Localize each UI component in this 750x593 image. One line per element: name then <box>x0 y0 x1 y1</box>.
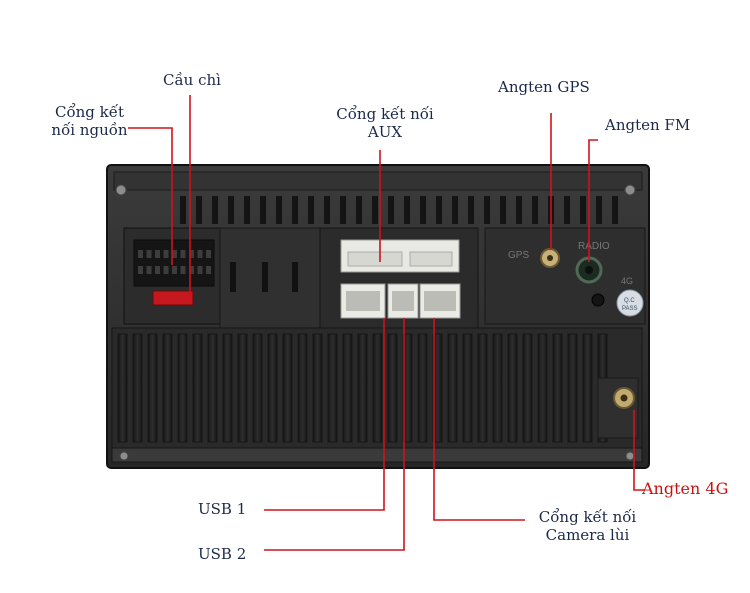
camera-port-label: Cổng kết nối Camera lùi <box>530 508 645 544</box>
heatsink-fins <box>117 333 608 443</box>
screws <box>115 184 636 461</box>
power-port-label-line1: Cổng kết <box>54 103 125 121</box>
camera-port-label-line1: Cổng kết nối <box>538 508 637 526</box>
gps-panel-mark: GPS <box>508 250 529 261</box>
top-vents <box>180 196 618 224</box>
lte-antenna-label: Angten 4G <box>642 479 729 498</box>
fuse <box>152 290 194 306</box>
qc-sticker-pass: PASS <box>622 306 638 312</box>
aux-port-label: Cổng kết nối AUX <box>330 105 440 141</box>
aux-port-label-line2: AUX <box>367 123 403 141</box>
usb1-label: USB 1 <box>198 500 247 518</box>
gps-antenna-label: Angten GPS <box>498 78 590 96</box>
qc-sticker <box>616 289 644 317</box>
fm-antenna-label: Angten FM <box>605 116 691 134</box>
power-port-label: Cổng kết nối nguồn <box>42 103 137 139</box>
fuse-label: Cầu chì <box>163 71 221 89</box>
radio-panel-mark: RADIO <box>578 241 610 252</box>
mid-slots <box>230 262 298 292</box>
power-harness-connector <box>133 239 215 287</box>
power-port-label-line2: nối nguồn <box>51 121 128 139</box>
usb2-label: USB 2 <box>198 545 247 563</box>
power-connector-pins <box>138 250 211 274</box>
lte-panel-mark: 4G <box>621 276 633 286</box>
camera-port-label-line2: Camera lùi <box>545 526 630 544</box>
aux-port-label-line1: Cổng kết nối <box>336 105 434 123</box>
qc-sticker-text: Q.C <box>624 298 635 304</box>
leader-lines <box>128 95 645 551</box>
